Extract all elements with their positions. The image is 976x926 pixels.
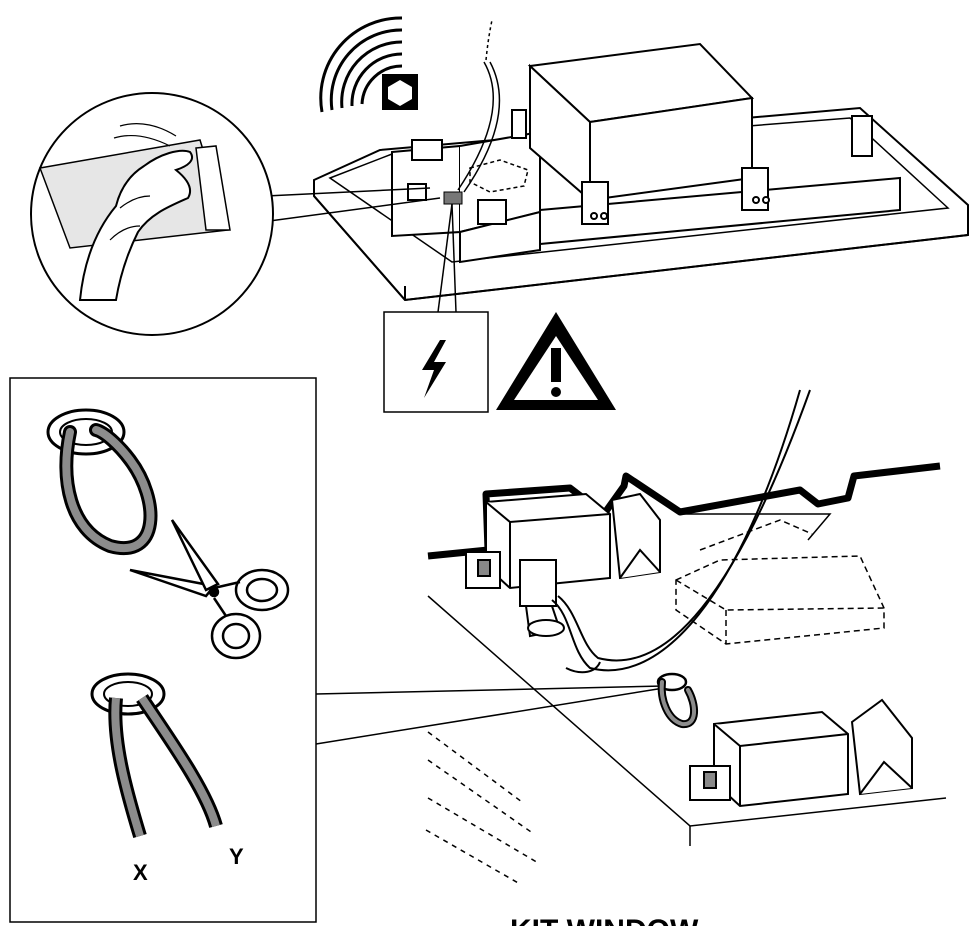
warning-label-patch [443,191,463,205]
warning-triangle-icon [496,312,616,410]
scissors-icon [129,519,290,660]
cable-top [457,61,501,193]
board-closeup [425,389,947,885]
wire-end-y-label: Y [229,844,244,869]
callout-lines-top [261,187,457,313]
peel-label-detail [30,92,274,336]
wire-end-x-label: X [133,860,148,885]
cut-tie-wrap [90,672,223,839]
lightning-bolt-icon [383,311,489,413]
radio-waves-icon [319,16,403,113]
kit-window-caption: KIT WINDOW [510,914,699,926]
looped-tie-wrap [46,408,158,555]
tie-wrap-on-board [656,672,698,728]
cut-tie-detail-panel [9,377,317,923]
callout-lines-bottom [315,685,665,745]
hex-key-icon [382,74,418,110]
cable-top-dashed [485,19,493,61]
